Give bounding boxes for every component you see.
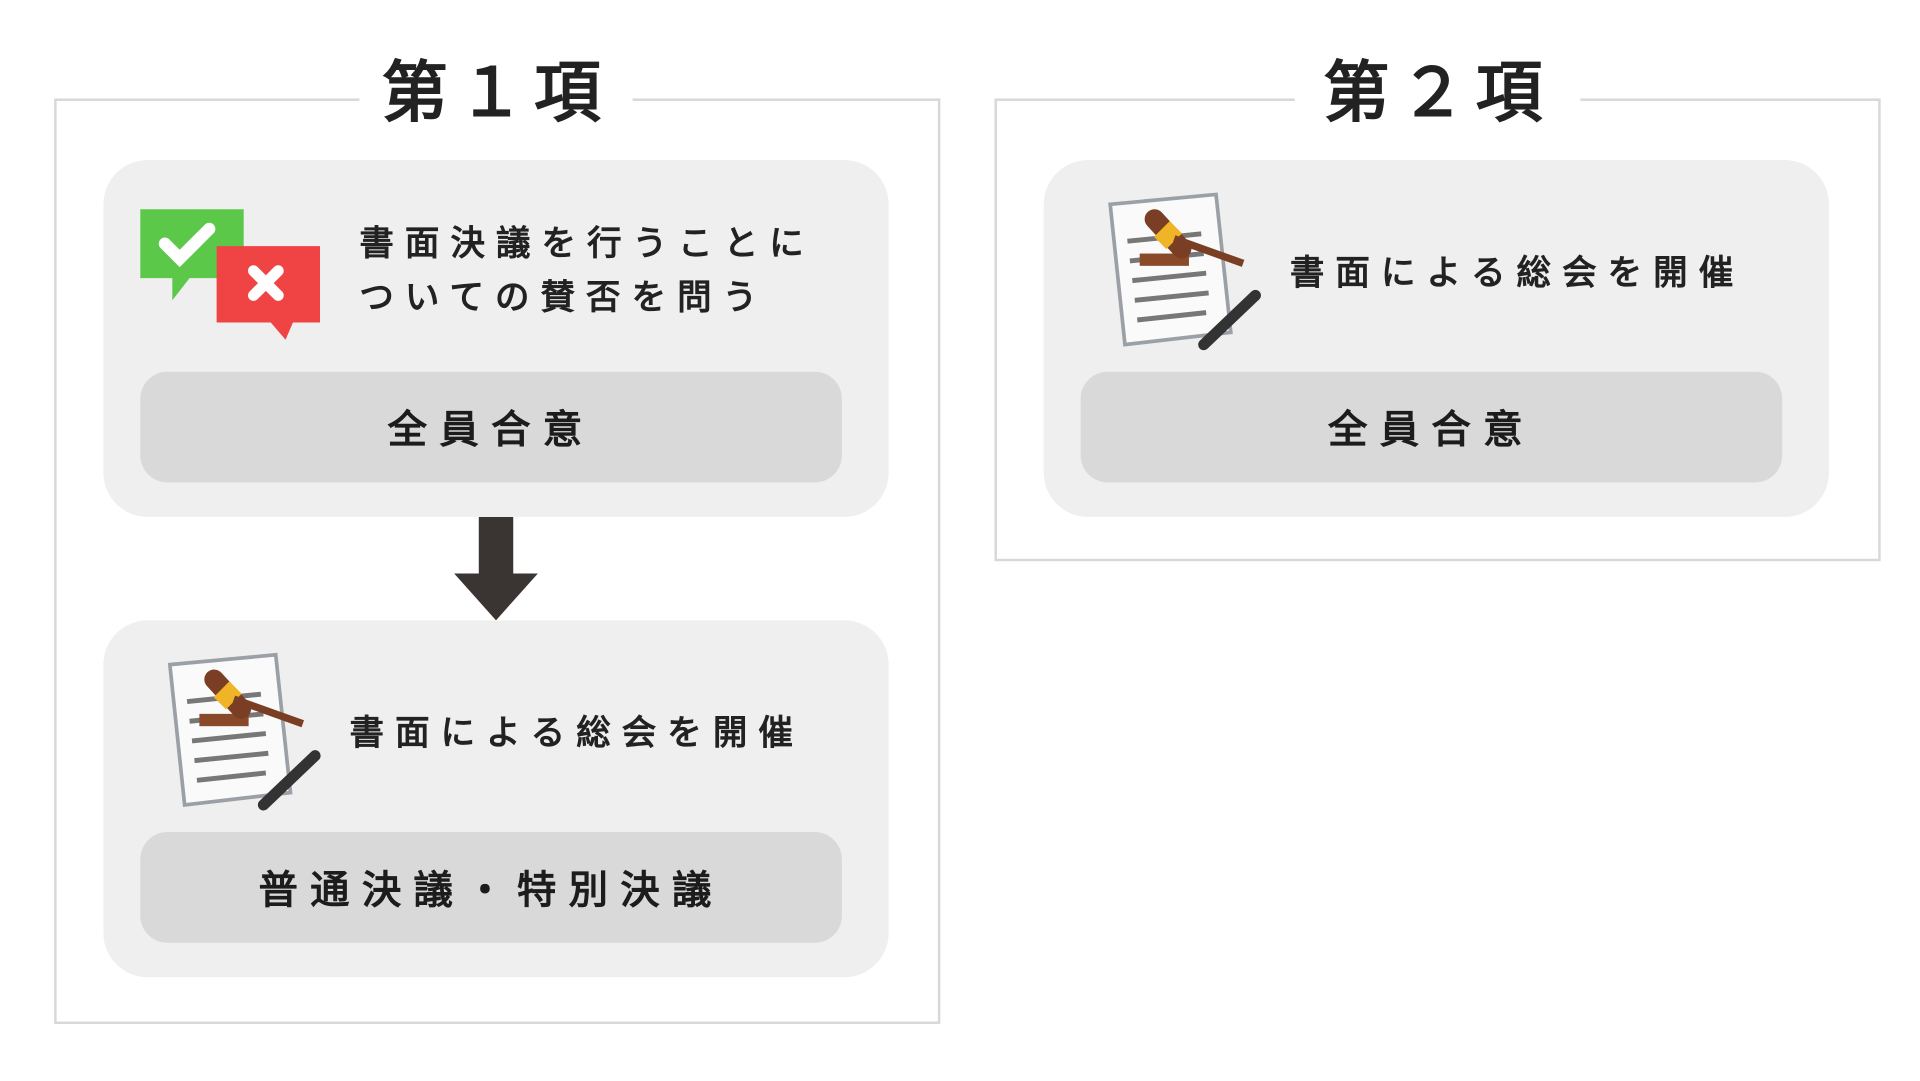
document-gavel-icon — [167, 652, 321, 811]
section-1-step-2-text: 書面による総会を開催 — [349, 712, 804, 754]
section-2-step-1-text: 書面による総会を開催 — [1289, 252, 1745, 293]
section-2-step-1-condition: 全員合意 — [1080, 371, 1783, 483]
text-line-1: 書面決議を行うことに — [359, 222, 815, 264]
document-gavel-icon — [1108, 192, 1261, 351]
section-1-step-1-text: 書面決議を行うことに ついての賛否を問う — [359, 217, 814, 325]
vote-check-x-icon — [140, 209, 321, 340]
section-1-step-1-condition: 全員合意 — [140, 371, 842, 483]
section-2-title: 第２項 — [1294, 56, 1581, 131]
section-1-title: 第１項 — [359, 56, 633, 131]
arrow-down-icon — [454, 516, 538, 621]
text-line-2: ついての賛否を問う — [359, 276, 769, 318]
section-1-step-2-condition: 普通決議・特別決議 — [140, 832, 842, 943]
